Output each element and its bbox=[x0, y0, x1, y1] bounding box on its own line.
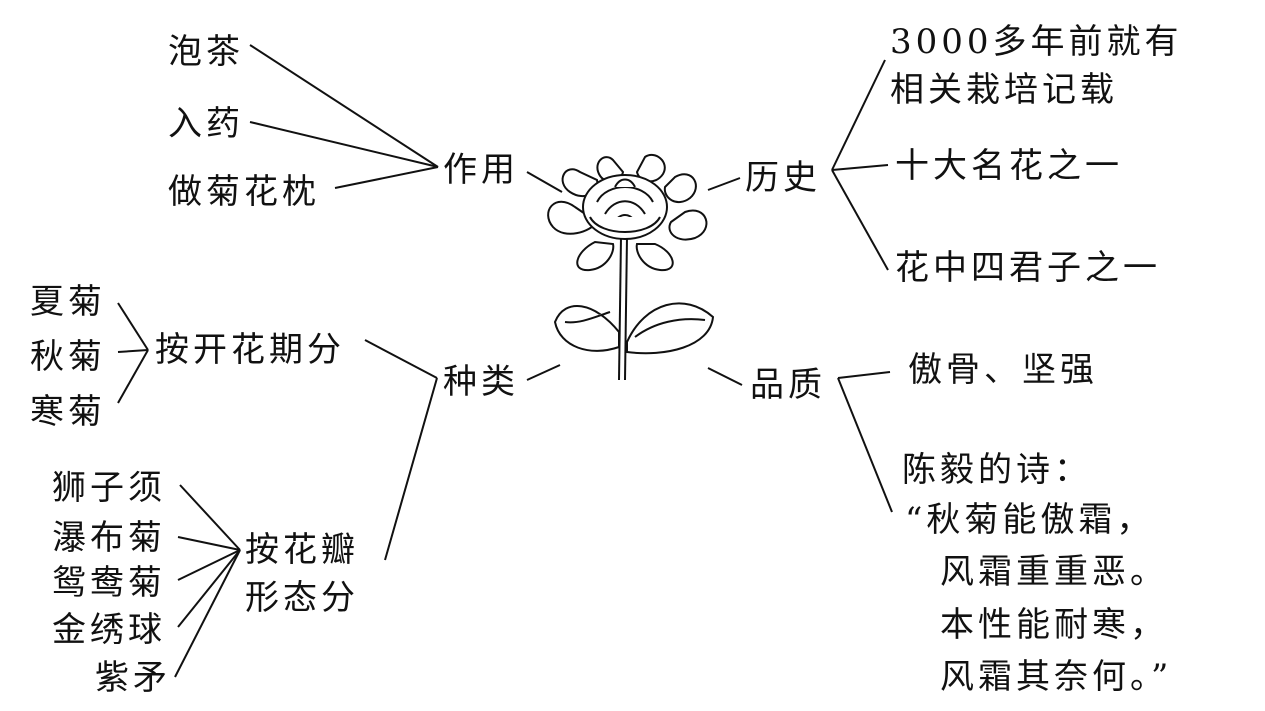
quality-label: 品质 bbox=[750, 365, 826, 405]
petal-item-lion-whisker: 狮子须 bbox=[52, 468, 166, 508]
petal-item-purple-spear: 紫矛 bbox=[95, 658, 171, 698]
petal-item-mandarin-duck: 鸳鸯菊 bbox=[52, 563, 166, 603]
by-petal-label-line1: 按花瓣 bbox=[245, 530, 359, 570]
use-item-tea: 泡茶 bbox=[168, 32, 244, 72]
petal-item-waterfall: 瀑布菊 bbox=[52, 518, 166, 558]
by-season-label: 按开花期分 bbox=[155, 330, 345, 370]
history-item-record-line2: 相关栽培记载 bbox=[890, 70, 1118, 110]
use-label: 作用 bbox=[443, 150, 519, 190]
use-item-pillow: 做菊花枕 bbox=[168, 172, 320, 212]
use-item-medicine: 入药 bbox=[168, 104, 244, 144]
history-item-record-line1: 3000多年前就有 bbox=[890, 22, 1183, 62]
season-item-summer: 夏菊 bbox=[30, 282, 106, 322]
poem-line-3: 本性能耐寒， bbox=[940, 605, 1168, 645]
season-item-winter: 寒菊 bbox=[30, 392, 106, 432]
poem-line-4: 风霜其奈何。” bbox=[940, 657, 1173, 697]
poem-line-2: 风霜重重恶。 bbox=[940, 552, 1168, 592]
types-label: 种类 bbox=[443, 362, 519, 402]
poem-title: 陈毅的诗： bbox=[902, 450, 1092, 490]
by-petal-label-line2: 形态分 bbox=[245, 578, 359, 618]
history-item-four-gentlemen: 花中四君子之一 bbox=[895, 248, 1161, 288]
season-item-autumn: 秋菊 bbox=[30, 337, 106, 377]
quality-trait: 傲骨、坚强 bbox=[908, 350, 1098, 390]
poem-line-1: “秋菊能傲霜， bbox=[905, 500, 1155, 540]
chrysanthemum-icon bbox=[547, 154, 715, 381]
history-item-top-ten: 十大名花之一 bbox=[895, 146, 1123, 186]
petal-item-golden-ball: 金绣球 bbox=[52, 610, 166, 650]
history-label: 历史 bbox=[745, 158, 821, 198]
